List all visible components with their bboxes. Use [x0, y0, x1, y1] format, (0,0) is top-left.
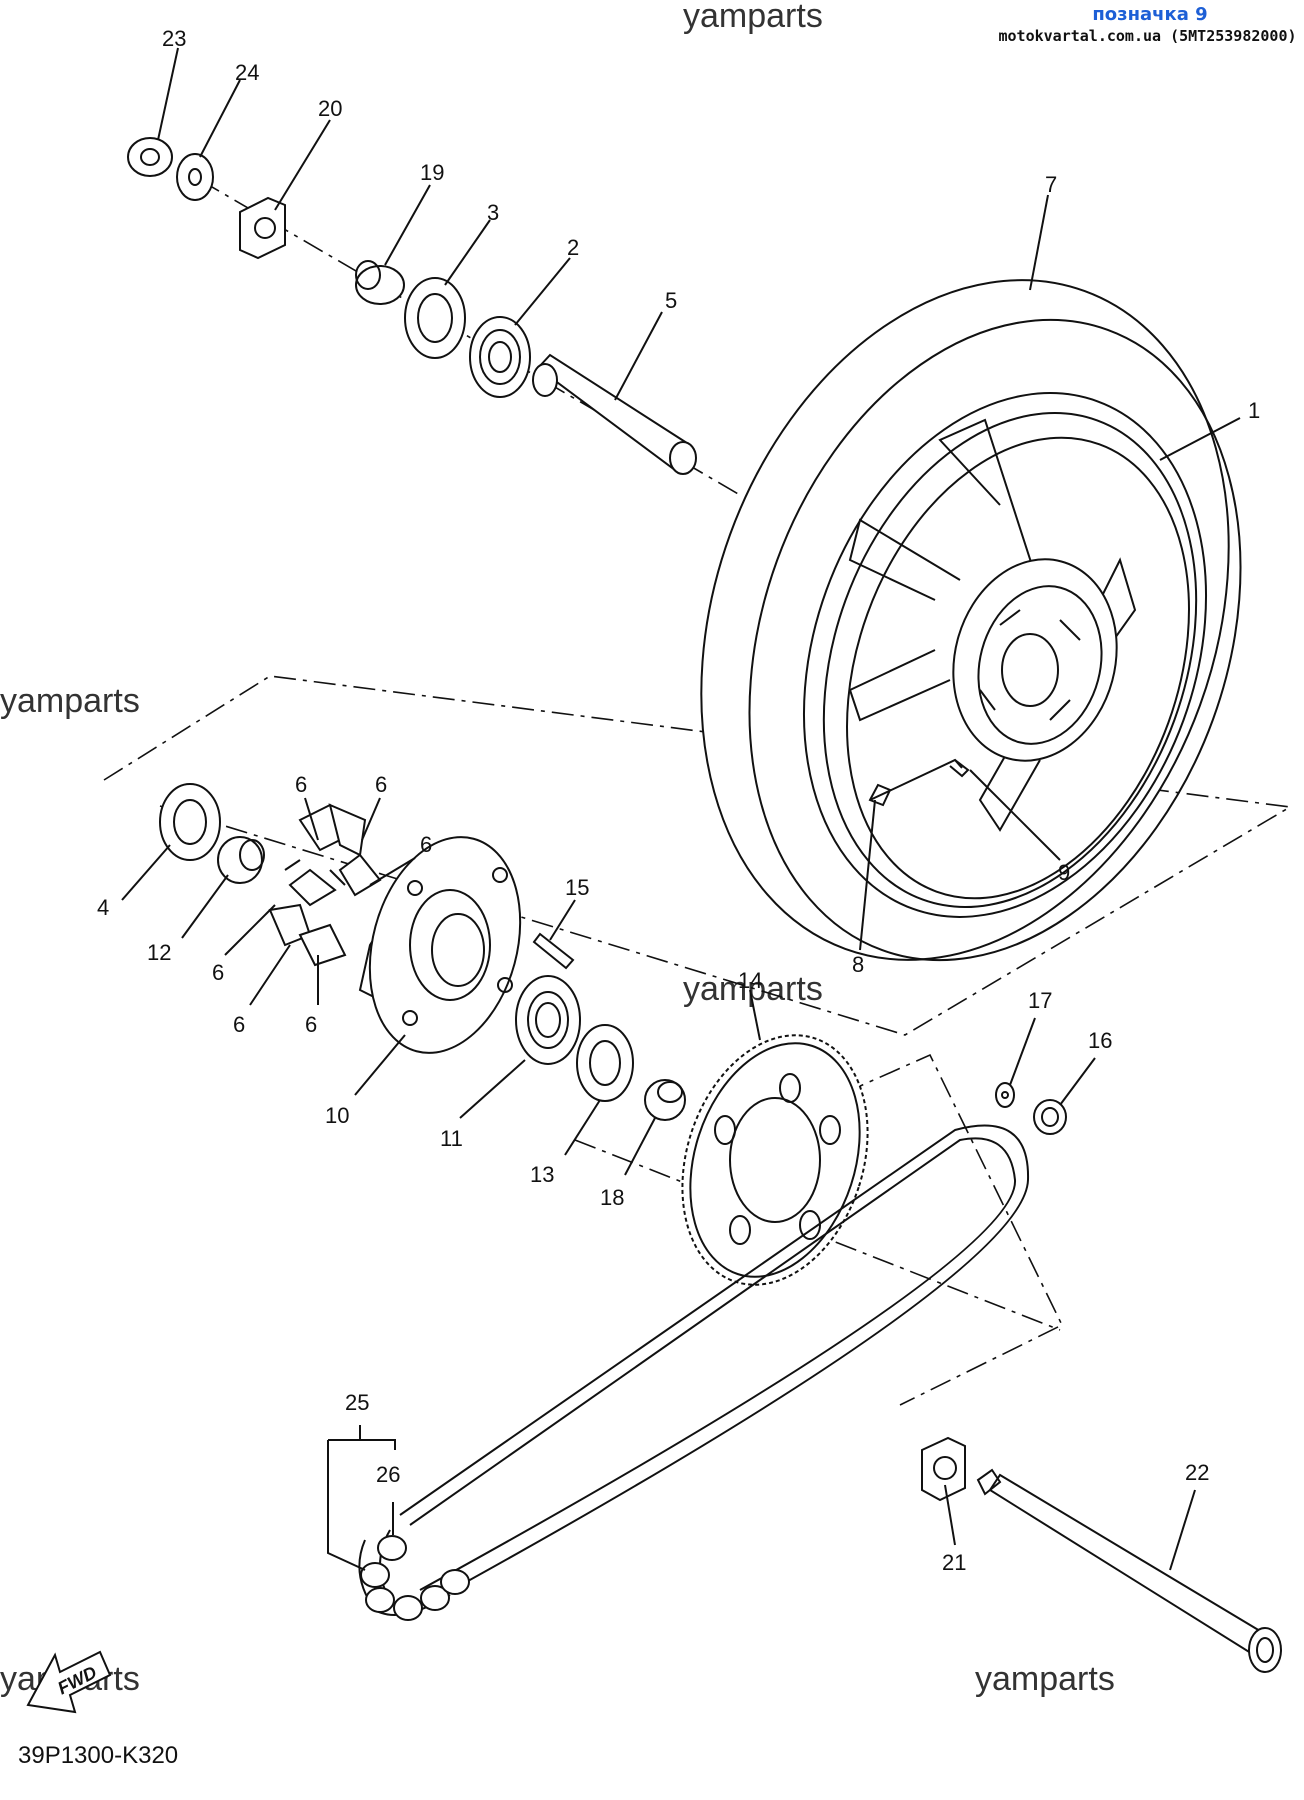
part-label-20: 20 — [318, 96, 342, 121]
part-label-8: 8 — [852, 952, 864, 977]
watermark: yamparts — [683, 0, 823, 35]
nut-23 — [127, 137, 173, 177]
part-label-5: 5 — [665, 288, 677, 313]
oil-seal-13 — [576, 1024, 634, 1102]
adjuster-plate-20 — [239, 196, 286, 260]
oil-seal-4 — [159, 783, 221, 861]
drive-chain-25 — [358, 1124, 1030, 1621]
nut-16 — [1033, 1099, 1067, 1135]
part-label-13: 13 — [530, 1162, 554, 1187]
rear-wheel-tire — [700, 279, 1242, 962]
part-label-6: 6 — [212, 960, 224, 985]
part-label-6: 6 — [233, 1012, 245, 1037]
part-label-6: 6 — [420, 832, 432, 857]
source-label: motokvartal.com.ua (5MT253982000) — [998, 27, 1297, 45]
part-label-6: 6 — [295, 772, 307, 797]
part-label-6: 6 — [375, 772, 387, 797]
clutch-hub-10 — [358, 836, 522, 1054]
bearing-2 — [469, 316, 531, 398]
watermark: yamparts — [0, 682, 140, 720]
part-label-23: 23 — [162, 26, 186, 51]
sprocket-14 — [681, 1034, 869, 1286]
part-label-16: 16 — [1088, 1028, 1112, 1053]
part-label-11: 11 — [440, 1126, 463, 1151]
part-label-17: 17 — [1028, 988, 1052, 1013]
part-label-3: 3 — [487, 200, 499, 225]
part-label-15: 15 — [565, 875, 589, 900]
collar-19 — [355, 260, 405, 305]
bookmark-label: позначка 9 — [1092, 4, 1208, 25]
spacer-tube-5 — [532, 353, 697, 475]
part-label-25: 25 — [345, 1390, 369, 1415]
part-label-10: 10 — [325, 1103, 349, 1128]
part-label-9: 9 — [1058, 860, 1070, 885]
part-label-21: 21 — [942, 1550, 966, 1575]
washer-24 — [176, 153, 214, 201]
adjuster-plate-21 — [921, 1436, 966, 1502]
collar-12 — [217, 836, 265, 884]
part-label-4: 4 — [97, 895, 109, 920]
part-label-26: 26 — [376, 1462, 400, 1487]
part-label-7: 7 — [1045, 172, 1057, 197]
assembly-outline-upper — [103, 675, 1293, 1036]
part-label-2: 2 — [567, 235, 579, 260]
washer-17 — [995, 1082, 1015, 1108]
axle-22 — [976, 1468, 1282, 1673]
diagram-code: 39P1300-K320 — [18, 1742, 179, 1769]
part-label-19: 19 — [420, 160, 444, 185]
part-label-22: 22 — [1185, 1460, 1209, 1485]
oil-seal-3 — [404, 277, 466, 359]
chain-joint-26 — [360, 1535, 470, 1621]
part-label-6: 6 — [305, 1012, 317, 1037]
part-label-18: 18 — [600, 1185, 624, 1210]
part-label-24: 24 — [235, 60, 259, 85]
part-label-14: 14 — [738, 968, 762, 993]
bearing-11 — [515, 975, 581, 1065]
leader-lines — [121, 47, 1241, 1571]
hub-dampers-6 — [268, 803, 382, 967]
watermark: yamparts — [975, 1660, 1115, 1698]
part-label-1: 1 — [1248, 398, 1260, 423]
part-label-12: 12 — [147, 940, 171, 965]
collar-18 — [644, 1079, 686, 1121]
stud-15 — [532, 932, 575, 970]
